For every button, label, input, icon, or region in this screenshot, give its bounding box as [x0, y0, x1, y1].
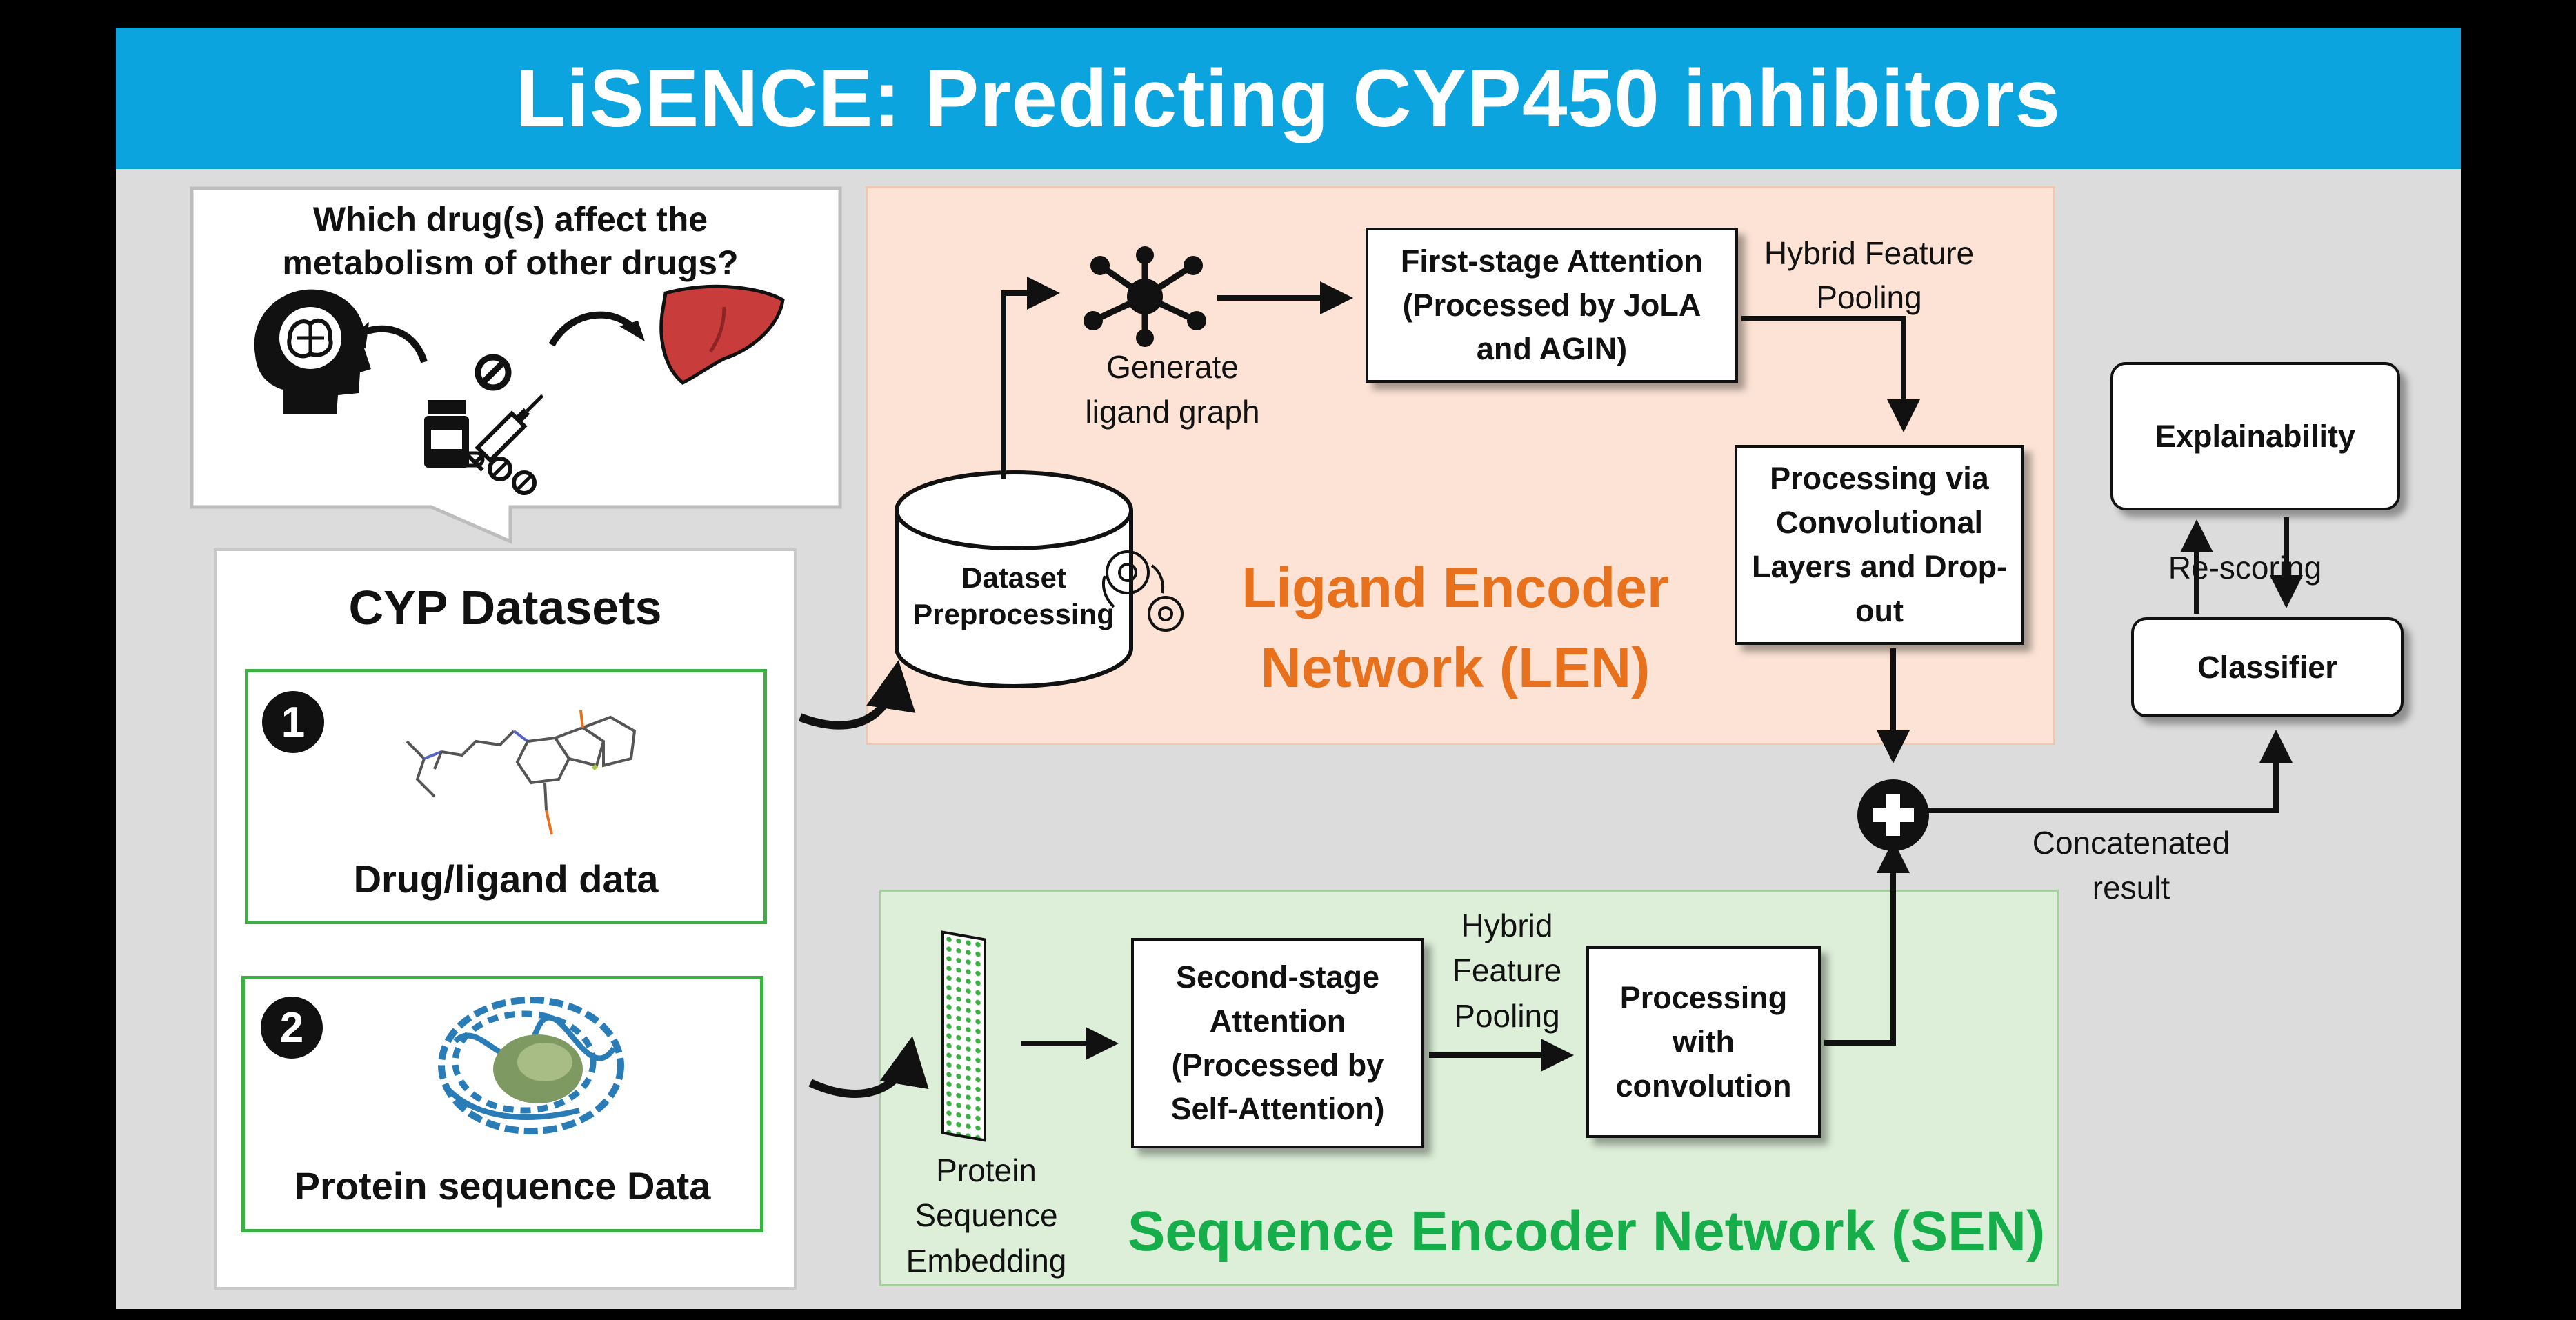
classifier-box: Classifier — [2131, 617, 2404, 717]
second-attention-box: Second-stage Attention (Processed by Sel… — [1131, 938, 1424, 1148]
diagram-title: LiSENCE: Predicting CYP450 inhibitors — [515, 52, 2061, 144]
rescoring-label: Re-scoring — [2138, 548, 2352, 588]
question-icons — [254, 284, 785, 495]
no-sign-icon — [475, 354, 512, 391]
preprocessing-database-icon — [895, 470, 1184, 688]
concatenated-label: Concatenated result — [2032, 825, 2230, 906]
sen-pooling-label: Hybrid Feature Pooling — [1452, 908, 1562, 1034]
dataset-card-protein — [241, 976, 763, 1232]
len-conv-box: Processing via Convolutional Layers and … — [1735, 445, 2024, 645]
embedding-caption: Protein Sequence Embedding — [906, 1152, 1067, 1279]
preprocessing-label: Dataset Preprocessing — [913, 561, 1115, 630]
dataset-number-badge: 1 — [262, 691, 324, 753]
question-text: Which drug(s) affect the metabolism of o… — [282, 200, 739, 282]
embedding-icon — [941, 930, 986, 1142]
gear-icon — [1101, 550, 1184, 632]
ligand-graph-icon — [1084, 246, 1206, 347]
dataset-card-drug — [245, 669, 767, 924]
head-brain-icon — [254, 289, 371, 414]
arrow-left-curved-icon — [345, 322, 428, 363]
first-attention-box: First-stage Attention (Processed by JoLA… — [1366, 228, 1738, 383]
len-title: Ligand Encoder Network (LEN) — [1241, 557, 1669, 700]
datasets-title: CYP Datasets — [348, 581, 662, 634]
pills-icon — [488, 457, 537, 495]
question-callout — [190, 186, 842, 544]
ligand-graph-caption: Generate ligand graph — [1085, 349, 1260, 430]
arrow-right-curved-icon — [548, 311, 645, 347]
dataset-label-drug: Drug/ligand data — [353, 857, 659, 901]
protein-structure-icon — [438, 997, 624, 1134]
explainability-box: Explainability — [2110, 362, 2400, 510]
pill-bottle-icon — [424, 400, 485, 468]
liver-icon — [659, 284, 785, 385]
title-bar: LiSENCE: Predicting CYP450 inhibitors — [116, 28, 2461, 169]
sen-conv-box: Processing with convolution — [1586, 946, 1821, 1138]
dataset-label-protein: Protein sequence Data — [294, 1164, 711, 1208]
len-pooling-label: Hybrid Feature Pooling — [1764, 235, 1975, 316]
dataset-number-badge: 2 — [261, 997, 323, 1059]
molecule-structure-icon — [406, 710, 637, 835]
sen-title: Sequence Encoder Network (SEN) — [1127, 1200, 2046, 1263]
syringe-icon — [466, 394, 544, 472]
